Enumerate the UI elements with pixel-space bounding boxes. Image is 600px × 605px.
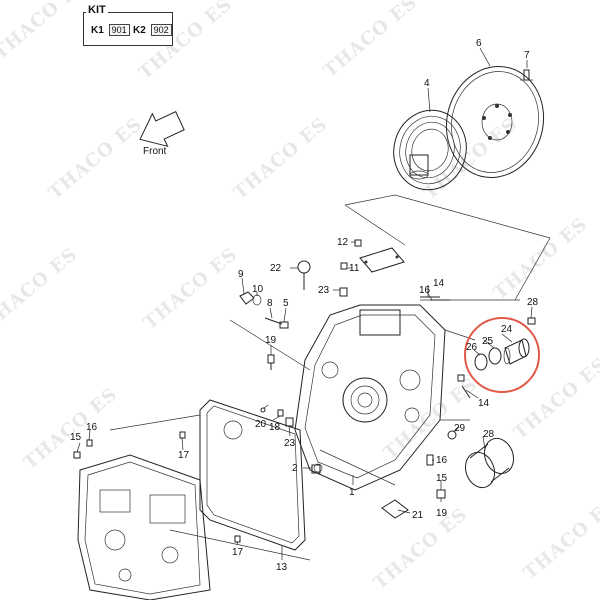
watermark: THACO ES (0, 244, 82, 334)
watermark: THACO ES (380, 374, 482, 464)
callout-14b: 14 (478, 398, 490, 409)
front-label: Front (143, 146, 167, 157)
kit-k2-label: K2 (133, 25, 146, 36)
watermark: THACO ES (140, 244, 242, 334)
inspection-cover-part (359, 247, 405, 273)
callout-11: 11 (349, 263, 360, 274)
callout-17: 17 (178, 450, 190, 461)
callout-12: 12 (337, 237, 349, 248)
callout-25: 25 (482, 336, 494, 347)
gasket-part (199, 399, 306, 551)
watermark: THACO ES (0, 0, 92, 64)
callout-labels: 6 7 4 12 22 11 23 14 16 9 10 8 5 19 20 1… (70, 38, 539, 573)
callout-5: 6 (476, 38, 482, 49)
kit-k1-label: K1 (91, 25, 104, 36)
callout-16: 16 (419, 285, 431, 296)
highlight-circle (464, 317, 540, 393)
watermark: THACO ES (20, 384, 122, 474)
watermark: THACO ES (510, 354, 600, 444)
callout-9: 9 (238, 269, 244, 280)
watermark: THACO ES (520, 494, 600, 584)
watermark: THACO ES (45, 114, 147, 204)
callout-24: 24 (501, 324, 513, 335)
front-direction-arrow-icon (139, 110, 185, 148)
callout-18: 18 (269, 422, 281, 433)
callout-10: 10 (252, 284, 264, 295)
watermark: THACO ES (230, 114, 332, 204)
seal-sleeve-parts (474, 338, 530, 371)
watermark: THACO ES (420, 114, 522, 204)
callout-7: 5 (283, 298, 289, 309)
kit-row-k1: K1 901 (91, 24, 130, 36)
callout-2: 2 (292, 463, 298, 474)
watermark: THACO ES (320, 0, 422, 82)
kit-title: KIT (86, 4, 108, 16)
bolt-6-part (520, 69, 533, 81)
flexplate-part (445, 65, 545, 179)
callout-20: 20 (255, 419, 267, 430)
callout-15: 15 (70, 432, 82, 443)
callout-1: 1 (349, 487, 355, 498)
kit-k2-code[interactable]: 902 (150, 24, 172, 36)
callout-14: 14 (433, 278, 445, 289)
callout-29: 29 (454, 423, 466, 434)
fasteners (73, 239, 536, 543)
assembly-reference-lines (109, 194, 551, 561)
callout-21: 21 (412, 510, 424, 521)
rear-housing-part (77, 454, 211, 601)
kit-row-k2: K2 902 (133, 24, 172, 36)
callout-26: 26 (466, 342, 478, 353)
callout-28: 28 (483, 429, 495, 440)
callout-16b: 16 (86, 422, 98, 433)
callout-6: 7 (524, 50, 530, 61)
callout-23: 23 (318, 285, 330, 296)
callout-17b: 17 (232, 547, 244, 558)
torque-converter-part (393, 109, 467, 191)
callout-8: 8 (267, 298, 273, 309)
callout-16c: 16 (436, 455, 448, 466)
callout-19b: 19 (436, 508, 448, 519)
callout-19: 19 (265, 335, 277, 346)
callout-13: 13 (276, 562, 288, 573)
callout-22: 22 (270, 263, 282, 274)
leader-lines (76, 47, 533, 560)
callout-27: 28 (527, 297, 539, 308)
callout-23b: 23 (284, 438, 296, 449)
transmission-housing-part (294, 304, 476, 491)
kit-k1-code[interactable]: 901 (108, 24, 130, 36)
watermark: THACO ES (490, 214, 592, 304)
oil-filter-part (464, 437, 515, 489)
callout-15b: 15 (436, 473, 448, 484)
callout-4: 4 (424, 78, 430, 89)
